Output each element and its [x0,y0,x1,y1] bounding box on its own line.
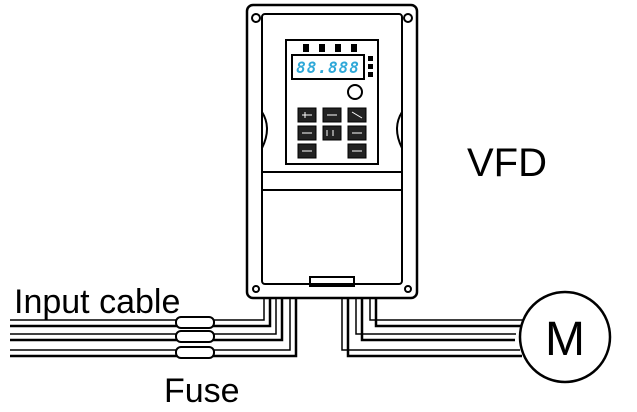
mount-hole-icon [404,285,412,293]
mount-hole-icon [403,13,413,23]
output-wire [346,298,522,358]
output-wire-outline [369,298,524,321]
unit-indicator [368,72,373,77]
motor-icon [518,290,612,384]
output-wire-outline [341,298,520,351]
motor-label: M [545,313,585,366]
mount-hole-icon [252,285,260,293]
output-wire-outline [355,298,516,335]
fuse-icon [175,330,215,343]
input-wire [10,298,284,342]
input-wire [10,298,298,358]
input-cable-label: Input cable [14,283,180,321]
fuses [175,316,215,359]
unit-indicator [368,64,373,69]
input-wire [10,298,272,328]
knob-icon [347,84,363,100]
fuse-label: Fuse [164,372,240,410]
keypad-panel: 88.888 [285,39,379,165]
output-wire [360,298,515,342]
status-led [351,44,357,52]
keypad-key [322,125,342,141]
vfd-cover [261,13,403,285]
input-wire-outline [10,298,265,321]
input-wire-outline [10,298,291,351]
output-wire [374,298,522,328]
input-wire-outline [10,298,277,335]
status-led [335,44,341,52]
status-led [303,44,309,52]
terminal-slot [309,276,355,287]
side-grip-right [396,111,403,149]
fuse-icon [175,316,215,329]
side-grip-left [261,111,268,149]
fuse-icon [175,346,215,359]
vfd-body [245,3,419,300]
input-wiring [10,298,298,358]
keypad-frame [285,39,379,165]
display-readout: 88.888 [296,58,360,77]
motor: M [518,290,612,384]
vfd-label: VFD [467,141,547,185]
unit-indicator [368,56,373,61]
vfd-unit [245,3,419,300]
led-display [291,54,365,80]
status-led [319,44,325,52]
mount-hole-icon [251,13,261,23]
output-wiring [341,298,524,358]
